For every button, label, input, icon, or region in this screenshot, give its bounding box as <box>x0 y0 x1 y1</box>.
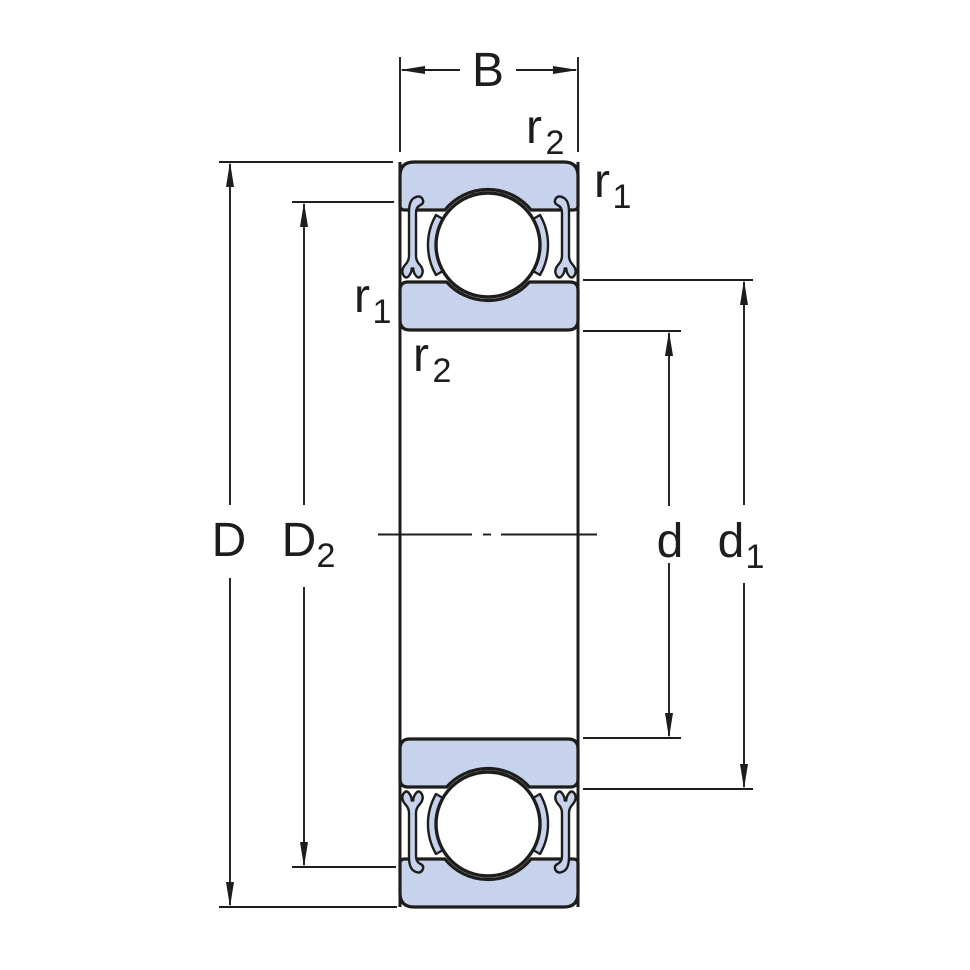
arrowhead-d-top <box>665 331 673 356</box>
chamfer-label-r1-left: r 1 <box>354 270 391 331</box>
inner-ring <box>398 280 580 332</box>
dim-label-D: D <box>212 514 247 567</box>
label-r1-left-base: r <box>354 270 370 323</box>
label-r2-bottom-left-base: r <box>413 329 429 382</box>
dimension-d: d <box>583 330 684 739</box>
shield-left <box>401 195 425 279</box>
outer-ring <box>398 160 580 212</box>
arrowhead-D-top <box>226 162 234 187</box>
dim-label-B: B <box>472 44 504 97</box>
bearing-ball <box>434 191 542 299</box>
shield-right <box>553 195 577 279</box>
dim-label-D2-subscript: 2 <box>317 537 336 575</box>
arrowhead-d-bottom <box>665 713 673 738</box>
arrowhead-B-right <box>553 66 578 74</box>
bearing-section-bottom <box>398 737 580 909</box>
arrowhead-D-bottom <box>226 882 234 907</box>
label-r1-top-right-subscript: 1 <box>613 178 632 216</box>
dim-label-D2-base: D <box>282 514 317 567</box>
chamfer-label-r2-top: r 2 <box>526 101 564 162</box>
dim-label-d1-subscript: 1 <box>746 538 765 576</box>
arrowhead-d1-top <box>740 280 748 305</box>
arrowhead-D2-bottom <box>300 842 308 867</box>
bearing-section-top <box>398 160 580 332</box>
dimension-B: B <box>399 44 579 152</box>
arrowhead-D2-top <box>300 202 308 227</box>
dim-label-d: d <box>657 515 684 568</box>
arrowhead-B-left <box>400 66 425 74</box>
arrowhead-d1-bottom <box>740 764 748 789</box>
dimension-D2: D 2 <box>282 201 396 868</box>
dimension-D: D <box>212 161 397 908</box>
label-r2-bottom-left-subscript: 2 <box>433 352 452 390</box>
label-r1-left-subscript: 1 <box>373 293 392 331</box>
label-r1-top-right-base: r <box>594 155 610 208</box>
dim-label-d1-base: d <box>718 515 745 568</box>
dimension-d1: d 1 <box>583 279 765 790</box>
label-r2-top-base: r <box>526 101 542 154</box>
chamfer-label-r2-bottom-left: r 2 <box>413 329 451 390</box>
label-r2-top-subscript: 2 <box>546 124 565 162</box>
chamfer-label-r1-top-right: r 1 <box>594 155 631 216</box>
